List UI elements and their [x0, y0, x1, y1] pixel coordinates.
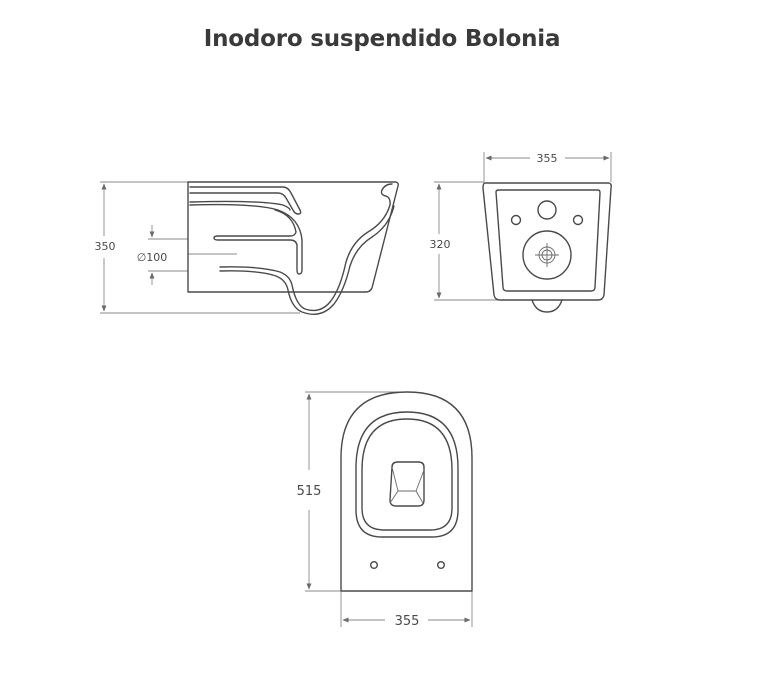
rear-view: 355 320 — [430, 152, 612, 313]
pipe-diameter-label: ∅100 — [137, 251, 168, 264]
top-width-label: 355 — [395, 614, 420, 629]
top-length-label: 515 — [297, 484, 322, 499]
rear-width-label: 355 — [537, 152, 558, 165]
top-width-dimension: 355 — [340, 591, 473, 629]
top-view: 515 355 — [297, 391, 473, 629]
rear-width-dimension: 355 — [483, 152, 612, 182]
side-height-label: 350 — [95, 240, 116, 253]
page-title: Inodoro suspendido Bolonia — [203, 26, 561, 52]
side-view: 350 ∅100 — [95, 181, 399, 316]
top-length-dimension: 515 — [297, 391, 400, 592]
rear-height-dimension: 320 — [430, 181, 500, 301]
rear-height-label: 320 — [430, 238, 451, 251]
side-height-dimension: 350 — [95, 181, 300, 314]
pipe-diameter-dimension: ∅100 — [137, 225, 237, 285]
